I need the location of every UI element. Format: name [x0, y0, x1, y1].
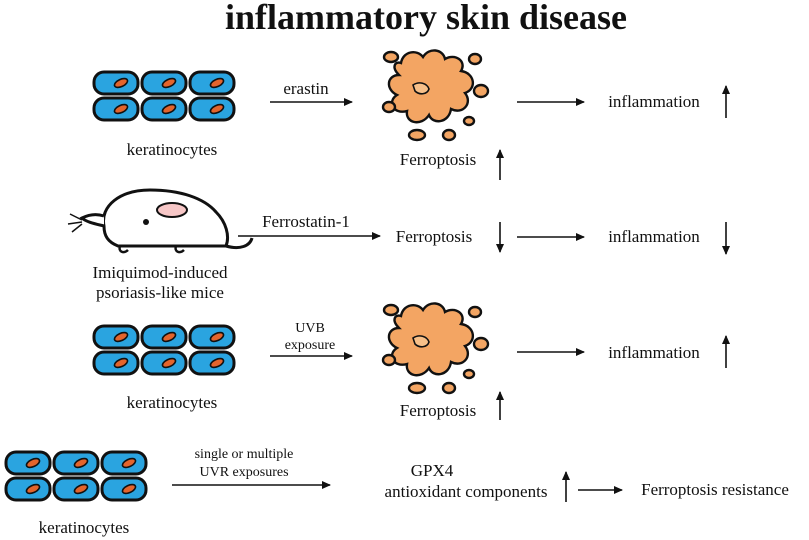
target-label-line2: antioxidant components [385, 482, 548, 501]
source-label-line2: psoriasis-like mice [96, 283, 224, 302]
treatment-label-line2: exposure [285, 338, 336, 353]
source-label-line1: Imiquimod-induced [92, 263, 228, 282]
keratinocyte-cluster-icon [94, 326, 234, 374]
ferroptotic-cell-icon [381, 302, 490, 395]
source-label: keratinocytes [127, 140, 218, 159]
outcome-label: Ferroptosis resistance [641, 480, 789, 499]
outcome-label: inflammation [608, 92, 700, 111]
ferroptosis-label: Ferroptosis [400, 401, 477, 420]
treatment-label-line1: single or multiple [195, 447, 294, 462]
diagram-title: inflammatory skin disease [225, 0, 627, 37]
row-erastin: keratinocytes erastin Ferroptosis inflam… [94, 49, 730, 180]
ferroptosis-label: Ferroptosis [400, 150, 477, 169]
ferroptosis-label: Ferroptosis [396, 227, 473, 246]
source-label: keratinocytes [127, 393, 218, 412]
treatment-label-line1: UVB [295, 321, 325, 336]
keratinocyte-cluster-icon [94, 72, 234, 120]
treatment-label: Ferrostatin-1 [262, 212, 350, 231]
row-uvb: keratinocytes UVB exposure Ferroptosis i… [94, 302, 730, 420]
row-ferrostatin: Imiquimod-induced psoriasis-like mice Fe… [67, 188, 730, 302]
treatment-label: erastin [283, 79, 329, 98]
ferroptotic-cell-icon [381, 49, 490, 142]
target-label-line1: GPX4 [411, 461, 454, 480]
source-label: keratinocytes [39, 518, 130, 537]
mouse-icon [67, 188, 254, 254]
keratinocyte-cluster-icon [6, 452, 146, 500]
outcome-label: inflammation [608, 227, 700, 246]
row-uvr: keratinocytes single or multiple UVR exp… [6, 447, 789, 537]
treatment-label-line2: UVR exposures [199, 465, 288, 480]
outcome-label: inflammation [608, 343, 700, 362]
